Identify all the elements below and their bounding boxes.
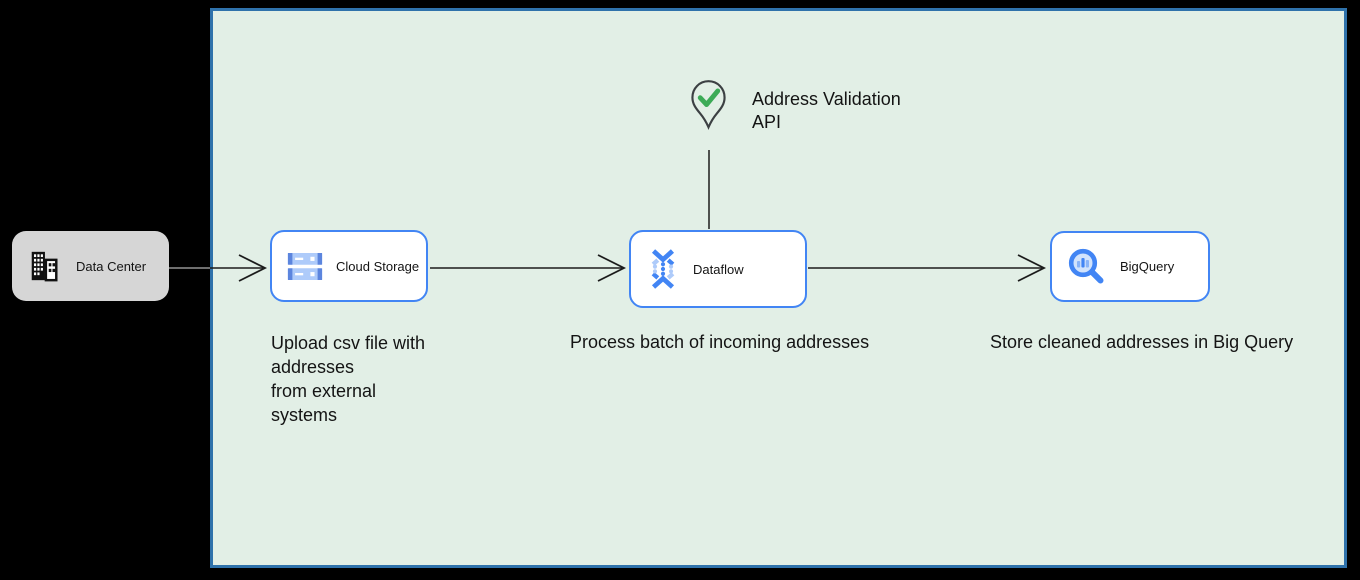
node-data-center[interactable]: Data Center <box>12 231 169 301</box>
caption-dataflow: Process batch of incoming addresses <box>570 332 870 352</box>
address-validation-api-label: Address Validation API <box>752 89 901 132</box>
node-cloud-storage[interactable]: Cloud Storage <box>270 230 428 302</box>
node-data-center-label: Data Center <box>76 258 147 274</box>
dataflow-icon <box>651 249 675 289</box>
node-address-validation-api[interactable] <box>690 79 727 134</box>
node-bigquery-label: BigQuery <box>1120 259 1175 274</box>
node-dataflow-label: Dataflow <box>693 261 744 277</box>
caption-cloud-storage: Upload csv file with addresses from exte… <box>271 333 426 425</box>
bigquery-magnifier-chart-icon <box>1068 248 1104 283</box>
node-dataflow[interactable]: Dataflow <box>629 230 807 308</box>
map-pin-check-icon <box>691 80 726 130</box>
cloud-storage-icon <box>287 252 323 280</box>
caption-bigquery: Store cleaned addresses in Big Query <box>990 332 1294 352</box>
building-icon <box>31 251 58 282</box>
node-cloud-storage-label: Cloud Storage <box>336 258 420 274</box>
node-bigquery[interactable]: BigQuery <box>1050 231 1210 302</box>
